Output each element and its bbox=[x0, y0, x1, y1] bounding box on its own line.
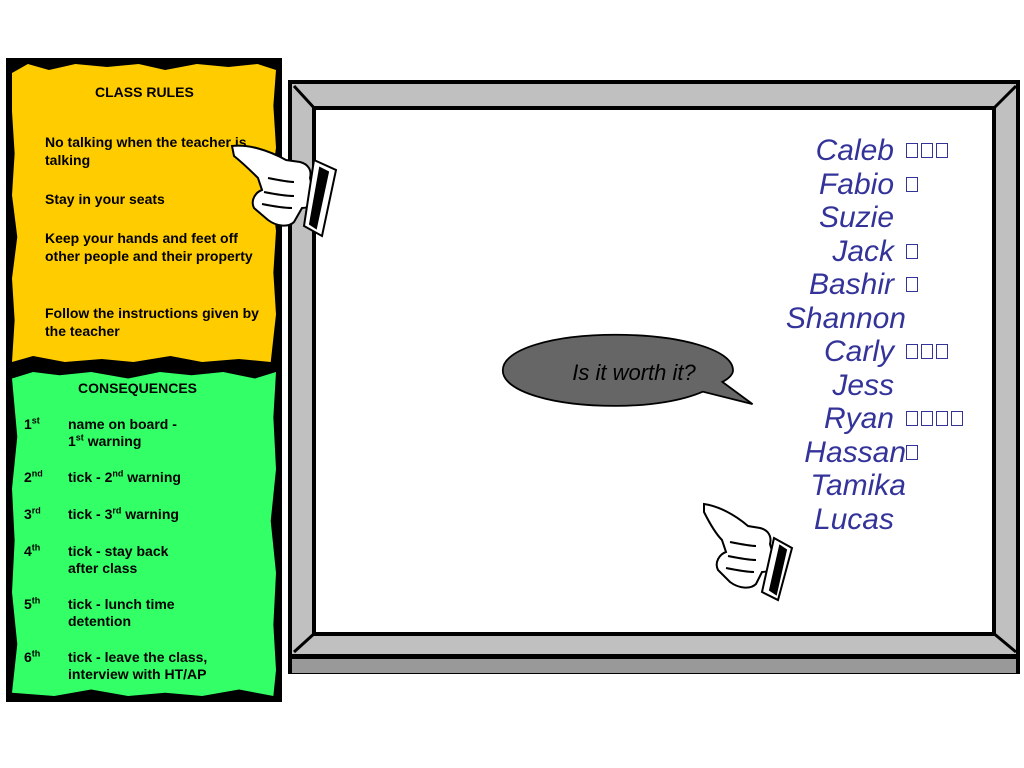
consequence-ordinal: 1st bbox=[24, 415, 40, 432]
student-name: Jack bbox=[832, 234, 894, 268]
student-name: Bashir bbox=[808, 268, 894, 301]
student-name: Hassan bbox=[804, 435, 906, 469]
consequence-ordinal: 2nd bbox=[24, 468, 43, 485]
pointing-hand-icon bbox=[703, 502, 794, 602]
tick-row bbox=[906, 173, 986, 207]
tick-mark bbox=[906, 243, 918, 259]
tick-row bbox=[906, 374, 986, 408]
tick-mark bbox=[921, 344, 933, 359]
tick-mark bbox=[906, 411, 918, 426]
consequence-ordinal: 5th bbox=[24, 595, 41, 612]
tick-row bbox=[906, 441, 986, 475]
consequence-ordinal: 3rd bbox=[24, 505, 41, 522]
tick-mark bbox=[921, 411, 933, 426]
tick-row bbox=[906, 206, 986, 240]
tick-row bbox=[906, 407, 986, 441]
speech-bubble bbox=[501, 333, 754, 407]
consequence-text: tick - leave the class, interview with H… bbox=[68, 649, 208, 682]
consequences-title: CONSEQUENCES bbox=[78, 380, 198, 396]
whiteboard-tray bbox=[292, 656, 1016, 673]
tick-mark bbox=[936, 143, 948, 158]
rule-hands-feet: Keep your hands and feet off other peopl… bbox=[45, 230, 253, 264]
student-names-list: Caleb Fabio Suzie Jack Bashir Shannon Ca… bbox=[786, 134, 906, 536]
student-name: Carly bbox=[823, 335, 894, 368]
class-rules-title: CLASS RULES bbox=[95, 84, 194, 100]
rule-no-talking: No talking when the teacher is talking bbox=[45, 134, 247, 168]
student-name: Jess bbox=[832, 368, 894, 402]
tick-mark bbox=[951, 411, 963, 426]
pointing-hand-icon bbox=[230, 144, 338, 238]
class-rules-panel: CLASS RULES No talking when the teacher … bbox=[6, 58, 282, 368]
tick-mark bbox=[906, 444, 918, 460]
consequence-text: name on board -1st warning bbox=[68, 416, 177, 449]
student-name: Fabio bbox=[818, 167, 894, 201]
tick-mark bbox=[921, 143, 933, 158]
tick-mark bbox=[936, 411, 948, 426]
tick-mark bbox=[906, 143, 918, 158]
tick-row bbox=[906, 273, 986, 307]
tick-mark bbox=[936, 344, 948, 359]
rule-stay-seated: Stay in your seats bbox=[45, 191, 165, 207]
consequences-background: CONSEQUENCES 1st name on board -1st warn… bbox=[12, 372, 276, 696]
tick-row bbox=[906, 340, 986, 374]
tick-mark bbox=[906, 277, 918, 292]
tick-mark bbox=[906, 344, 918, 359]
consequence-ordinal: 6th bbox=[24, 648, 41, 665]
consequence-text: tick - 3rd warning bbox=[68, 505, 179, 522]
student-name: Suzie bbox=[818, 201, 894, 234]
tick-row bbox=[906, 139, 986, 173]
speech-bubble-text: Is it worth it? bbox=[572, 360, 696, 385]
student-name: Ryan bbox=[823, 402, 894, 435]
rule-follow-instructions: Follow the instructions given by the tea… bbox=[45, 305, 259, 339]
student-name: Caleb bbox=[815, 134, 894, 167]
tick-row bbox=[906, 307, 986, 341]
student-name: Lucas bbox=[813, 502, 894, 536]
consequence-text: tick - stay back after class bbox=[68, 543, 169, 576]
consequences-panel: CONSEQUENCES 1st name on board -1st warn… bbox=[6, 366, 282, 702]
tick-row bbox=[906, 474, 986, 508]
student-name: Tamika bbox=[810, 469, 906, 502]
consequence-ordinal: 4th bbox=[24, 542, 41, 559]
consequence-text: tick - lunch time detention bbox=[68, 596, 175, 629]
class-rules-background: CLASS RULES No talking when the teacher … bbox=[12, 64, 276, 362]
tick-row bbox=[906, 508, 986, 542]
tick-row bbox=[906, 240, 986, 274]
consequence-text: tick - 2nd warning bbox=[68, 468, 181, 485]
student-name: Shannon bbox=[785, 301, 906, 335]
tick-mark bbox=[906, 176, 918, 192]
tick-marks-column bbox=[906, 139, 986, 541]
